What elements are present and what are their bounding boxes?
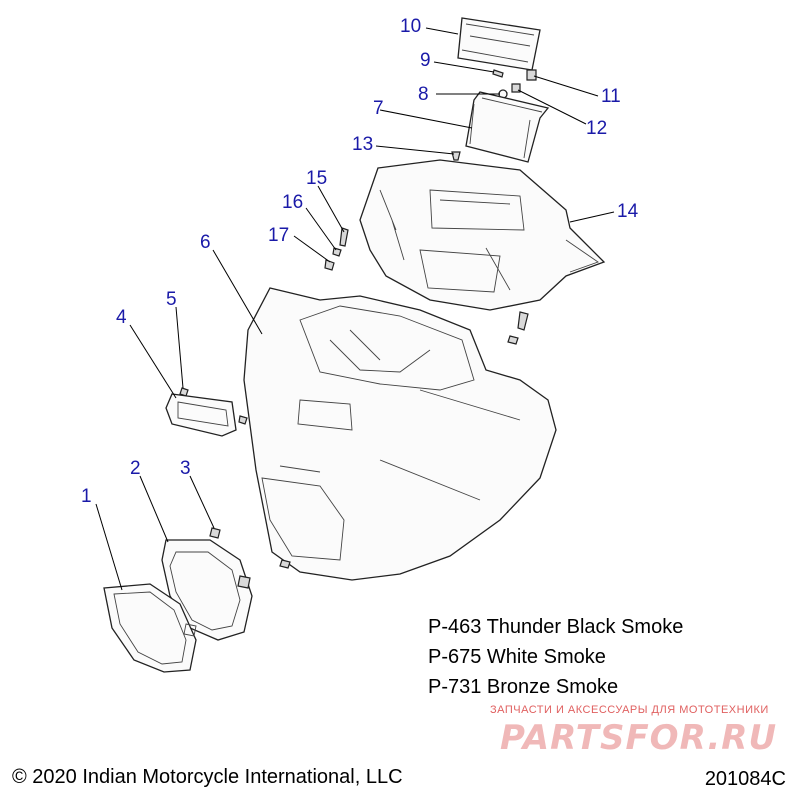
part-16-nut	[332, 247, 342, 257]
watermark-brand: PARTSFOR.RU	[500, 718, 778, 758]
part-15-bolt	[339, 227, 349, 247]
callout-11: 11	[601, 86, 621, 107]
leader-lines	[95, 27, 615, 591]
callout-5: 5	[166, 289, 177, 310]
callout-3: 3	[180, 458, 191, 479]
callout-2: 2	[130, 458, 141, 479]
callout-16: 16	[282, 192, 303, 213]
callout-17: 17	[268, 225, 289, 246]
color-code-bronze-smoke: P-731 Bronze Smoke	[428, 676, 619, 698]
callout-10: 10	[400, 16, 421, 37]
part-17-screw	[324, 259, 335, 271]
part-1-outer-bezel	[103, 583, 197, 673]
callout-12: 12	[586, 118, 607, 139]
figure-number: 201084C	[704, 768, 786, 790]
part-7-storage-pocket	[465, 91, 550, 163]
part-4-lamp-housing	[165, 393, 237, 437]
part-9-screw	[492, 69, 504, 78]
copyright-notice: © 2020 Indian Motorcycle International, …	[12, 766, 403, 788]
callout-15: 15	[306, 168, 327, 189]
callout-8: 8	[418, 84, 429, 105]
part-3-clip	[209, 527, 221, 539]
watermark-subtitle: ЗАПЧАСТИ И АКСЕССУАРЫ ДЛЯ МОТОТЕХНИКИ	[490, 704, 769, 716]
callout-1: 1	[81, 486, 92, 507]
color-code-thunder-black-smoke: P-463 Thunder Black Smoke	[428, 616, 684, 638]
part-2-mount-tab	[237, 575, 251, 589]
callout-6: 6	[200, 232, 211, 253]
callout-14: 14	[617, 201, 639, 222]
callout-13: 13	[352, 134, 373, 155]
fairing-lower-fastener	[279, 559, 291, 569]
inner-fairing-lower-screw	[507, 311, 529, 345]
callout-9: 9	[420, 50, 431, 71]
part-14-inner-fairing	[359, 159, 606, 311]
part-10-cover-lid	[457, 17, 541, 71]
color-code-white-smoke: P-675 White Smoke	[428, 646, 606, 668]
part-13-screw	[451, 151, 461, 161]
part-4-side-screw	[238, 415, 248, 425]
callout-7: 7	[373, 98, 384, 119]
callout-4: 4	[116, 307, 127, 328]
part-6-fairing	[243, 287, 557, 581]
part-11-clip	[526, 69, 537, 81]
